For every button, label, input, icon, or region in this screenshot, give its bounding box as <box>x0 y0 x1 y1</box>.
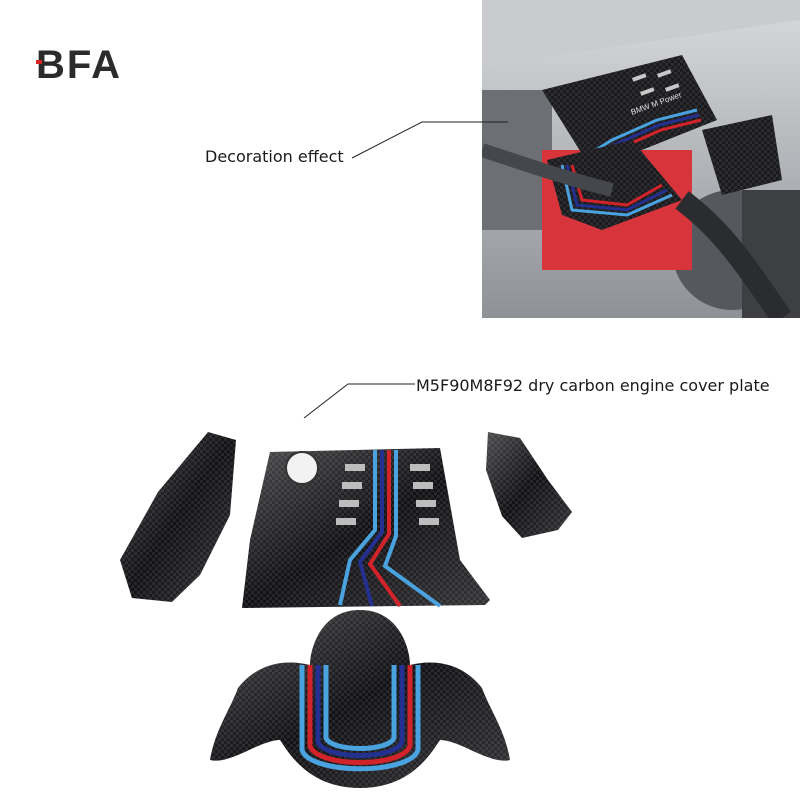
main-top-cover <box>242 448 490 608</box>
product-parts <box>110 420 610 795</box>
leader-line-2 <box>303 383 415 419</box>
brand-logo: BFA <box>36 42 146 82</box>
photo-front-cover <box>547 140 682 230</box>
caption-decoration-effect: Decoration effect <box>205 147 344 166</box>
left-side-cover <box>120 432 236 602</box>
brand-logo-text: BFA <box>36 43 122 82</box>
leader-line-1 <box>351 121 508 159</box>
photo-main-cover <box>542 55 717 170</box>
logo-accent-bar <box>36 60 42 64</box>
front-lower-cover <box>210 610 510 788</box>
right-side-cover <box>486 432 572 538</box>
installed-photo: BMW M Power <box>479 0 800 325</box>
caption-product-name: M5F90M8F92 dry carbon engine cover plate <box>416 376 770 395</box>
photo-side-cover <box>702 115 782 195</box>
